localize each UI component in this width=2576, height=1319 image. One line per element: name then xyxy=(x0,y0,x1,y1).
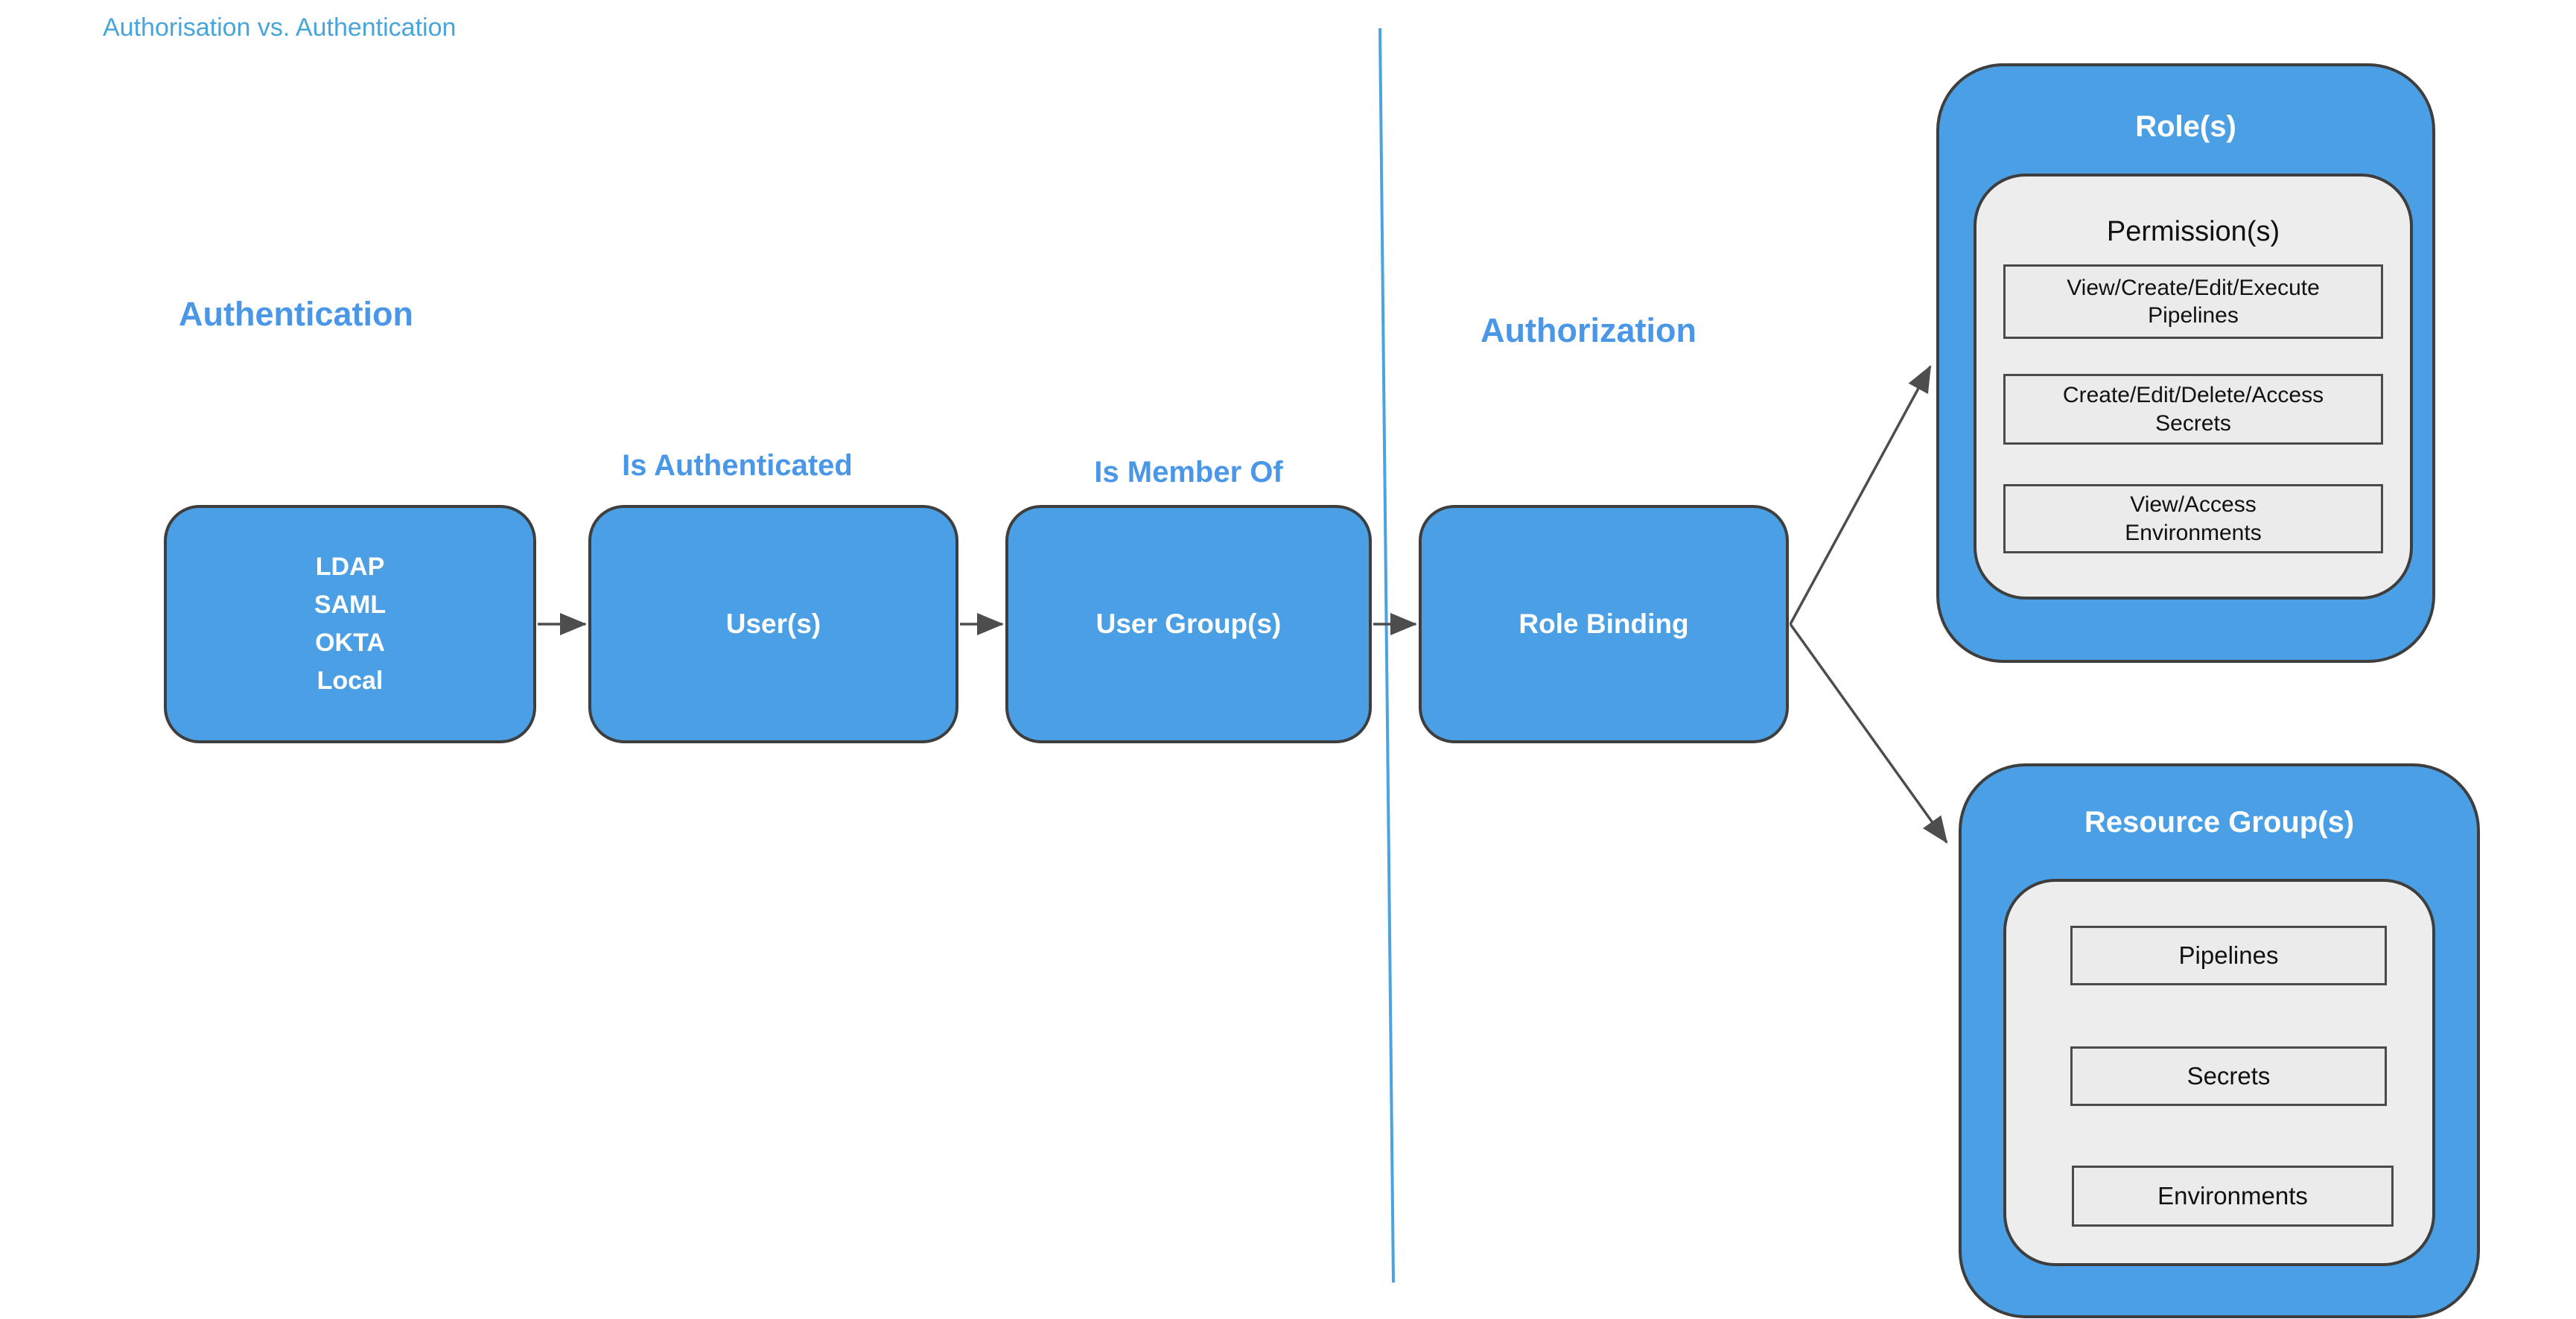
arrow-rolebinding-to-roles xyxy=(1789,365,1932,625)
section-divider-line xyxy=(1378,28,1395,1283)
idp-saml: SAML xyxy=(314,591,387,619)
arrow-rolebinding-to-resources xyxy=(1789,623,1948,844)
identity-providers-box: LDAP SAML OKTA Local xyxy=(164,505,536,743)
permissions-heading: Permission(s) xyxy=(2106,216,2280,247)
users-box-label: User(s) xyxy=(725,608,821,639)
roles-title: Role(s) xyxy=(2135,110,2236,143)
idp-local: Local xyxy=(317,667,384,695)
page-title: Authorisation vs. Authentication xyxy=(103,13,457,42)
authorization-section-heading: Authorization xyxy=(1481,311,1696,349)
identity-providers-list: LDAP SAML OKTA Local xyxy=(314,548,386,700)
user-groups-box-label: User Group(s) xyxy=(1095,608,1282,639)
role-binding-box: Role Binding xyxy=(1419,505,1789,743)
is-authenticated-label: Is Authenticated xyxy=(622,449,853,482)
resource-item-pipelines: Pipelines xyxy=(2070,926,2387,985)
user-groups-box: User Group(s) xyxy=(1005,505,1372,743)
resource-item-secrets: Secrets xyxy=(2070,1046,2387,1106)
permission-item-environments: View/Access Environments xyxy=(2003,484,2383,553)
resource-item-environments: Environments xyxy=(2072,1166,2394,1227)
is-member-of-label: Is Member Of xyxy=(1094,456,1283,489)
role-binding-box-label: Role Binding xyxy=(1518,608,1689,639)
permission-item-secrets: Create/Edit/Delete/Access Secrets xyxy=(2003,374,2383,445)
authentication-section-heading: Authentication xyxy=(179,295,413,333)
users-box: User(s) xyxy=(588,505,958,743)
resource-groups-title: Resource Group(s) xyxy=(2084,806,2355,839)
permission-item-pipelines: View/Create/Edit/Execute Pipelines xyxy=(2003,264,2383,339)
idp-okta: OKTA xyxy=(315,629,385,657)
idp-ldap: LDAP xyxy=(315,553,385,581)
